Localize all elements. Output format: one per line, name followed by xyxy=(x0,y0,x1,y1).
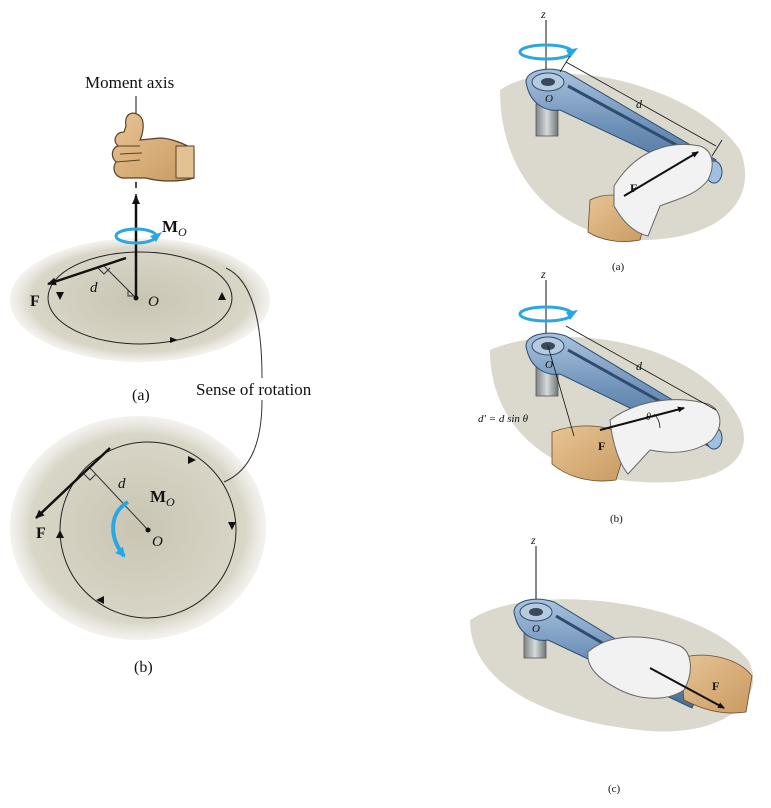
right-figure-c: z O F (c) xyxy=(470,533,754,795)
sense-of-rotation-label: Sense of rotation xyxy=(196,380,312,399)
origin-label-b: O xyxy=(152,534,163,550)
right-angle-marker-b xyxy=(83,473,97,481)
glove-a xyxy=(613,143,713,237)
z-label-a: z xyxy=(540,7,546,21)
rotation-ring-b xyxy=(518,305,578,323)
origin-label-rc: O xyxy=(532,623,540,635)
left-figure-a xyxy=(10,96,270,362)
orbit-arrow-3 xyxy=(56,292,64,300)
moment-arm-label: d′ = d sin θ xyxy=(478,413,529,425)
distance-label-a: d xyxy=(90,280,98,296)
right-figure-b: z O d θ d′ = d sin θ F (b) xyxy=(478,267,744,525)
dim-tick-a1 xyxy=(559,55,571,73)
force-vector-rb xyxy=(599,406,685,431)
origin-label-rb: O xyxy=(545,359,553,371)
orbit-arrow-2 xyxy=(170,337,178,343)
caption-right-b: (b) xyxy=(610,513,623,525)
dimension-d-b xyxy=(565,325,717,411)
glove-c xyxy=(587,636,691,699)
right-hand-thumb-icon xyxy=(111,112,195,182)
right-angle-marker-2 xyxy=(127,290,134,297)
ground-shadow-ra xyxy=(500,73,746,240)
moment-sub-a: O xyxy=(178,225,187,239)
caption-left-a: (a) xyxy=(132,387,150,404)
moment-curve-icon xyxy=(111,500,130,558)
sense-leader-line-bottom xyxy=(223,399,263,483)
glove-b xyxy=(609,399,721,475)
distance-label-ra: d xyxy=(636,97,643,111)
force-vector-ra xyxy=(623,151,699,197)
left-figure-b xyxy=(10,416,266,640)
force-label-a: F xyxy=(30,293,40,310)
origin-point xyxy=(133,295,139,301)
arm-c xyxy=(679,654,753,714)
dim-tick-a2 xyxy=(711,139,723,157)
rotation-path xyxy=(47,251,233,345)
z-label-b: z xyxy=(540,267,546,281)
moment-arm-rb xyxy=(547,345,575,437)
caption-right-c: (c) xyxy=(608,783,621,795)
force-vector-b xyxy=(35,447,111,519)
dimension-d-a xyxy=(565,61,717,147)
right-angle-marker xyxy=(97,267,111,275)
origin-label-a: O xyxy=(148,294,159,310)
theta-label: θ xyxy=(646,412,651,423)
orbit-arrow-1 xyxy=(218,292,226,300)
moment-label-b: M xyxy=(150,487,166,506)
distance-label-b: d xyxy=(118,476,126,492)
sense-leader-line-top xyxy=(225,267,263,379)
force-vector-rc xyxy=(649,667,725,709)
origin-point-b xyxy=(145,527,151,533)
caption-right-a: (a) xyxy=(612,261,625,273)
rotation-ring-a xyxy=(518,43,578,61)
orbit-arrow-b4 xyxy=(188,456,196,464)
moment-label-a: M xyxy=(162,217,178,236)
orbit-arrow-b2 xyxy=(96,596,104,604)
force-label-b: F xyxy=(36,525,46,542)
distance-label-rb: d xyxy=(636,359,643,373)
orbit-arrow-b3 xyxy=(56,530,64,538)
moment-arm xyxy=(103,265,137,299)
ground-shadow xyxy=(10,238,270,362)
origin-label-ra: O xyxy=(545,93,553,105)
orbit-arrow-b1 xyxy=(228,522,236,530)
ground-shadow-b xyxy=(10,416,266,640)
force-label-rc: F xyxy=(712,679,719,693)
theta-arc xyxy=(653,413,661,429)
caption-left-b: (b) xyxy=(134,659,153,676)
z-label-c: z xyxy=(530,533,536,547)
moment-axis-label: Moment axis xyxy=(85,73,174,92)
right-figure-a: z O d F (a) xyxy=(500,7,746,273)
rotation-sense-icon xyxy=(114,227,162,245)
force-label-ra: F xyxy=(630,181,637,195)
moment-arm-b xyxy=(89,467,149,531)
force-label-rb: F xyxy=(598,439,605,453)
force-vector xyxy=(47,256,127,286)
moment-sub-b: O xyxy=(166,495,175,509)
